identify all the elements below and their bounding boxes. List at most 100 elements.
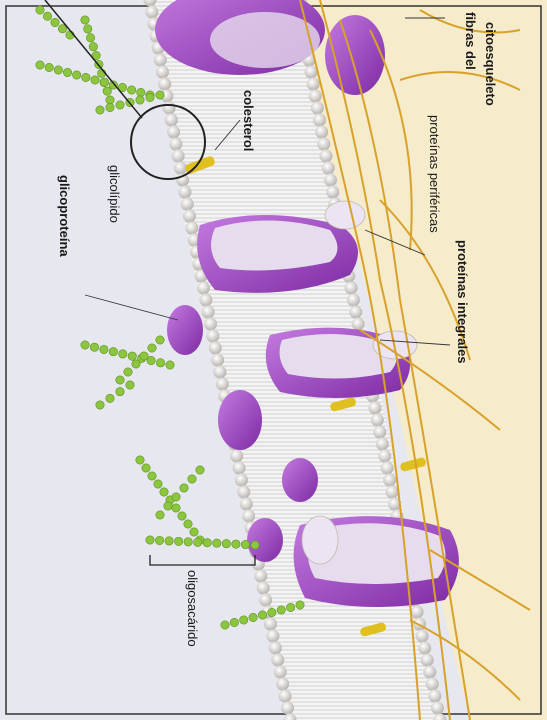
sugar-bead	[174, 537, 182, 545]
sugar-bead	[232, 540, 240, 548]
lipid-head	[421, 654, 434, 667]
sugar-bead	[106, 394, 114, 402]
lipid-head	[204, 318, 217, 331]
sugar-bead	[106, 103, 114, 111]
sugar-bead	[165, 537, 173, 545]
label-glicolipido: glicolípido	[107, 165, 122, 223]
sugar-bead	[124, 368, 132, 376]
sugar-bead	[194, 538, 202, 546]
sugar-bead	[45, 63, 53, 71]
sugar-bead	[286, 603, 294, 611]
sugar-bead	[116, 376, 124, 384]
lipid-head	[381, 462, 394, 475]
sugar-bead	[109, 347, 117, 355]
sugar-bead	[106, 96, 114, 104]
sugar-bead	[136, 456, 144, 464]
sugar-bead	[268, 608, 276, 616]
sugar-bead	[203, 539, 211, 547]
lipid-head	[426, 678, 439, 691]
sugar-bead	[251, 541, 259, 549]
sugar-bead	[258, 611, 266, 619]
label-citoesqueleto: citoesqueleto	[483, 22, 498, 106]
label-oligosacarido: oligosacárido	[185, 570, 200, 647]
sugar-bead	[82, 73, 90, 81]
lipid-head	[216, 378, 229, 391]
lipid-head	[172, 150, 185, 163]
lipid-head	[174, 162, 187, 175]
lipid-head	[259, 594, 272, 607]
lipid-head	[307, 78, 320, 91]
sugar-bead	[172, 504, 180, 512]
sugar-bead	[240, 616, 248, 624]
lipid-head	[345, 282, 358, 295]
sugar-bead	[180, 484, 188, 492]
sugar-bead	[184, 538, 192, 546]
sugar-bead	[296, 601, 304, 609]
sugar-bead	[172, 493, 180, 501]
lipid-head	[317, 138, 330, 151]
peripheral-protein-1	[325, 201, 365, 229]
sugar-bead	[100, 78, 108, 86]
sugar-bead	[81, 341, 89, 349]
sugar-bead	[222, 539, 230, 547]
sugar-bead	[184, 520, 192, 528]
lipid-head	[266, 630, 279, 643]
lipid-head	[269, 642, 282, 655]
lipid-head	[240, 498, 253, 511]
lipid-head	[163, 102, 176, 115]
lipid-head	[197, 282, 210, 295]
label-glicoproteina: glicoproteína	[57, 175, 72, 257]
lipid-head	[279, 690, 292, 703]
sugar-bead	[86, 34, 94, 42]
sugar-bead	[128, 352, 136, 360]
protein-small-4	[282, 458, 318, 502]
sugar-bead	[142, 464, 150, 472]
sugar-bead	[54, 66, 62, 74]
lipid-head	[371, 414, 384, 427]
sugar-bead	[230, 618, 238, 626]
lipid-head	[254, 570, 267, 583]
lipid-head	[209, 342, 222, 355]
protein-small-3	[218, 390, 262, 450]
lipid-head	[169, 138, 182, 151]
lipid-head	[213, 366, 226, 379]
sugar-bead	[241, 540, 249, 548]
sugar-bead	[249, 613, 257, 621]
sugar-bead	[188, 475, 196, 483]
sugar-bead	[96, 106, 104, 114]
lipid-head	[373, 426, 386, 439]
sugar-bead	[90, 343, 98, 351]
sugar-bead	[155, 536, 163, 544]
lipid-head	[202, 306, 215, 319]
lipid-head	[211, 354, 224, 367]
lipid-head	[165, 114, 178, 127]
sugar-bead	[36, 6, 44, 14]
lipid-head	[271, 654, 284, 667]
lipid-head	[313, 114, 326, 127]
sugar-bead	[84, 25, 92, 33]
sugar-bead	[164, 502, 172, 510]
sugar-bead	[140, 352, 148, 360]
sugar-bead	[89, 42, 97, 50]
lipid-head	[206, 330, 219, 343]
sugar-bead	[36, 61, 44, 69]
sugar-bead	[43, 12, 51, 20]
sugar-bead	[72, 71, 80, 79]
sugar-bead	[137, 88, 145, 96]
lipid-head	[274, 666, 287, 679]
lipid-head	[326, 186, 339, 199]
lipid-head	[237, 486, 250, 499]
lipid-head	[368, 402, 381, 415]
sugar-bead	[221, 621, 229, 629]
lipid-head	[376, 438, 389, 451]
lipid-head	[352, 318, 365, 331]
lipid-head	[145, 6, 158, 19]
lipid-head	[309, 90, 322, 103]
sugar-bead	[126, 381, 134, 389]
sugar-bead	[116, 387, 124, 395]
lipid-head	[423, 666, 436, 679]
lipid-head	[257, 582, 270, 595]
sugar-bead	[160, 488, 168, 496]
sugar-bead	[190, 528, 198, 536]
